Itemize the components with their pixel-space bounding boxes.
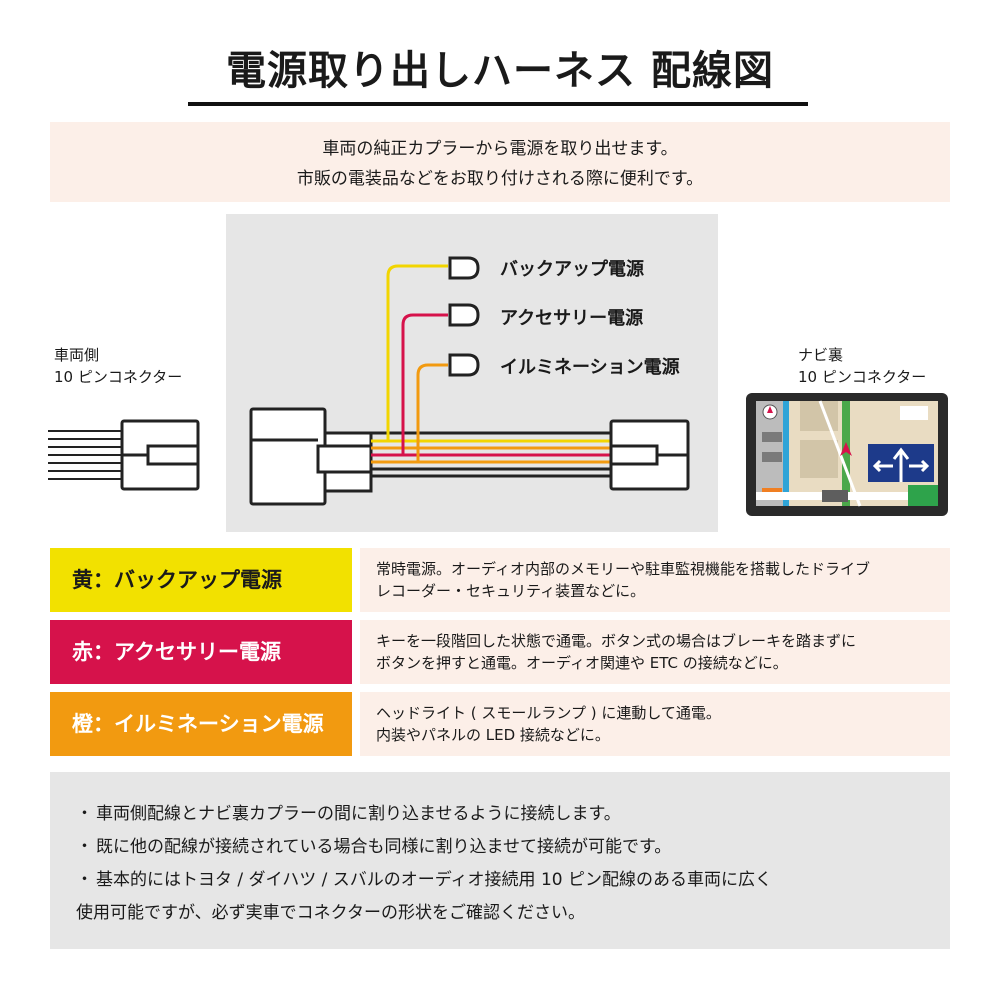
- legend-desc-yellow-line-1: 常時電源。オーディオ内部のメモリーや駐車監視機能を搭載したドライブ: [376, 560, 870, 578]
- legend-desc-orange: ヘッドライト ( スモールランプ ) に連動して通電。 内装やパネルの LED …: [360, 692, 950, 756]
- navi-side-label-line-2: 10 ピンコネクター: [798, 368, 927, 386]
- legend-desc-orange-line-2: 内装やパネルの LED 接続などに。: [376, 726, 610, 744]
- legend-heading-orange: 橙：イルミネーション電源: [50, 692, 352, 756]
- vehicle-side-label: 車両側 10 ピンコネクター: [54, 344, 182, 388]
- note-text: 既に他の配線が接続されている場合も同様に割り込ませて接続が可能です。: [96, 837, 672, 857]
- legend-desc-red: キーを一段階回した状態で通電。ボタン式の場合はブレーキを踏まずに ボタンを押すと…: [360, 620, 950, 684]
- wire-label-backup: バックアップ電源: [500, 259, 644, 280]
- legend-desc-yellow: 常時電源。オーディオ内部のメモリーや駐車監視機能を搭載したドライブ レコーダー・…: [360, 548, 950, 612]
- page-title: 電源取り出しハーネス 配線図: [226, 48, 774, 94]
- note-bullet: ・: [76, 870, 93, 890]
- note-continuation: 使用可能ですが、必ず実車でコネクターの形状をご確認ください。: [76, 903, 585, 923]
- legend-row-orange: 橙：イルミネーション電源 ヘッドライト ( スモールランプ ) に連動して通電。…: [50, 692, 950, 756]
- note-item: ・車両側配線とナビ裏カプラーの間に割り込ませるように接続します。: [76, 798, 950, 831]
- legend-desc-orange-line-1: ヘッドライト ( スモールランプ ) に連動して通電。: [376, 704, 721, 722]
- intro-line-2: 市販の電装品などをお取り付けされる際に便利です。: [296, 169, 704, 189]
- intro-box: 車両の純正カプラーから電源を取り出せます。 市販の電装品などをお取り付けされる際…: [50, 122, 950, 202]
- terminal-backup-icon: [448, 256, 480, 280]
- notes-box: ・車両側配線とナビ裏カプラーの間に割り込ませるように接続します。 ・既に他の配線…: [50, 772, 950, 949]
- legend-row-yellow: 黄：バックアップ電源 常時電源。オーディオ内部のメモリーや駐車監視機能を搭載した…: [50, 548, 950, 612]
- navi-side-label-line-1: ナビ裏: [798, 346, 844, 364]
- harness-wires: [371, 264, 611, 478]
- note-text: 基本的にはトヨタ / ダイハツ / スバルのオーディオ接続用 10 ピン配線のあ…: [96, 870, 772, 890]
- note-item: ・基本的にはトヨタ / ダイハツ / スバルのオーディオ接続用 10 ピン配線の…: [76, 864, 950, 897]
- note-text: 車両側配線とナビ裏カプラーの間に割り込ませるように接続します。: [96, 804, 621, 824]
- title-underline: [188, 102, 808, 106]
- vehicle-side-label-line-1: 車両側: [54, 346, 100, 364]
- intro-line-1: 車両の純正カプラーから電源を取り出せます。: [322, 139, 678, 159]
- wire-label-accessory: アクセサリー電源: [500, 308, 644, 329]
- vehicle-connector-icon: [120, 419, 200, 491]
- branch-terminal-icons: [448, 256, 480, 377]
- note-bullet: ・: [76, 837, 93, 857]
- harness-female-connector-icon: [249, 407, 373, 506]
- wire-label-illumination: イルミネーション電源: [500, 357, 680, 378]
- vehicle-side-label-line-2: 10 ピンコネクター: [54, 368, 183, 386]
- navigation-screen-icon: [746, 393, 948, 516]
- note-bullet: ・: [76, 804, 93, 824]
- legend-row-red: 赤：アクセサリー電源 キーを一段階回した状態で通電。ボタン式の場合はブレーキを踏…: [50, 620, 950, 684]
- navi-side-label: ナビ裏 10 ピンコネクター: [798, 344, 926, 388]
- terminal-accessory-icon: [448, 303, 480, 327]
- legend-desc-yellow-line-2: レコーダー・セキュリティ装置などに。: [376, 582, 646, 600]
- legend-heading-red: 赤：アクセサリー電源: [50, 620, 352, 684]
- legend-desc-red-line-1: キーを一段階回した状態で通電。ボタン式の場合はブレーキを踏まずに: [376, 632, 857, 650]
- legend-desc-red-line-2: ボタンを押すと通電。オーディオ関連や ETC の接続などに。: [376, 654, 788, 672]
- harness-male-connector-icon: [609, 419, 690, 491]
- terminal-illumination-icon: [448, 353, 480, 377]
- legend-heading-yellow: 黄：バックアップ電源: [50, 548, 352, 612]
- vehicle-side-wires: [48, 430, 124, 480]
- note-item: ・既に他の配線が接続されている場合も同様に割り込ませて接続が可能です。: [76, 831, 950, 864]
